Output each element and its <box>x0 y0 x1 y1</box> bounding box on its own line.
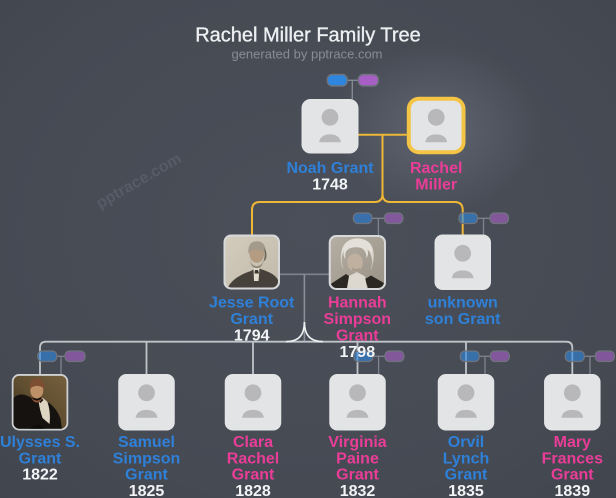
svg-text:Grant: Grant <box>445 467 488 484</box>
svg-text:1835: 1835 <box>448 483 484 498</box>
svg-text:Rachel: Rachel <box>227 450 279 467</box>
svg-text:son Grant: son Grant <box>425 311 501 328</box>
svg-text:Rachel: Rachel <box>410 160 462 177</box>
svg-text:Ulysses S.: Ulysses S. <box>0 434 80 451</box>
svg-text:Jesse Root: Jesse Root <box>209 295 295 312</box>
svg-text:1794: 1794 <box>234 328 270 345</box>
svg-text:Frances: Frances <box>542 450 603 467</box>
svg-text:Orvil: Orvil <box>448 434 484 451</box>
svg-text:Grant: Grant <box>232 467 275 484</box>
svg-text:Grant: Grant <box>125 467 168 484</box>
svg-text:Paine: Paine <box>336 450 379 467</box>
svg-text:1798: 1798 <box>340 344 376 361</box>
svg-text:Rachel Miller Family Tree: Rachel Miller Family Tree <box>195 24 421 46</box>
svg-text:Hannah: Hannah <box>328 295 387 312</box>
svg-text:1748: 1748 <box>312 177 348 194</box>
svg-text:Grant: Grant <box>336 328 379 345</box>
svg-text:1822: 1822 <box>22 467 58 484</box>
svg-text:Grant: Grant <box>19 450 62 467</box>
svg-text:Simpson: Simpson <box>113 450 181 467</box>
svg-text:Virginia: Virginia <box>328 434 386 451</box>
svg-text:1839: 1839 <box>555 483 591 498</box>
svg-text:Grant: Grant <box>336 467 379 484</box>
svg-text:Noah Grant: Noah Grant <box>286 160 374 177</box>
svg-text:unknown: unknown <box>428 295 498 312</box>
svg-text:Grant: Grant <box>230 311 273 328</box>
svg-text:Grant: Grant <box>551 467 594 484</box>
svg-text:Samuel: Samuel <box>118 434 175 451</box>
svg-text:Mary: Mary <box>554 434 591 451</box>
svg-text:Clara: Clara <box>233 434 273 451</box>
svg-text:1832: 1832 <box>340 483 376 498</box>
svg-text:1828: 1828 <box>235 483 271 498</box>
svg-text:Miller: Miller <box>415 177 457 194</box>
svg-text:Simpson: Simpson <box>324 311 392 328</box>
svg-text:Lynch: Lynch <box>443 450 490 467</box>
svg-text:generated by pptrace.com: generated by pptrace.com <box>231 47 382 62</box>
svg-text:1825: 1825 <box>129 483 165 498</box>
